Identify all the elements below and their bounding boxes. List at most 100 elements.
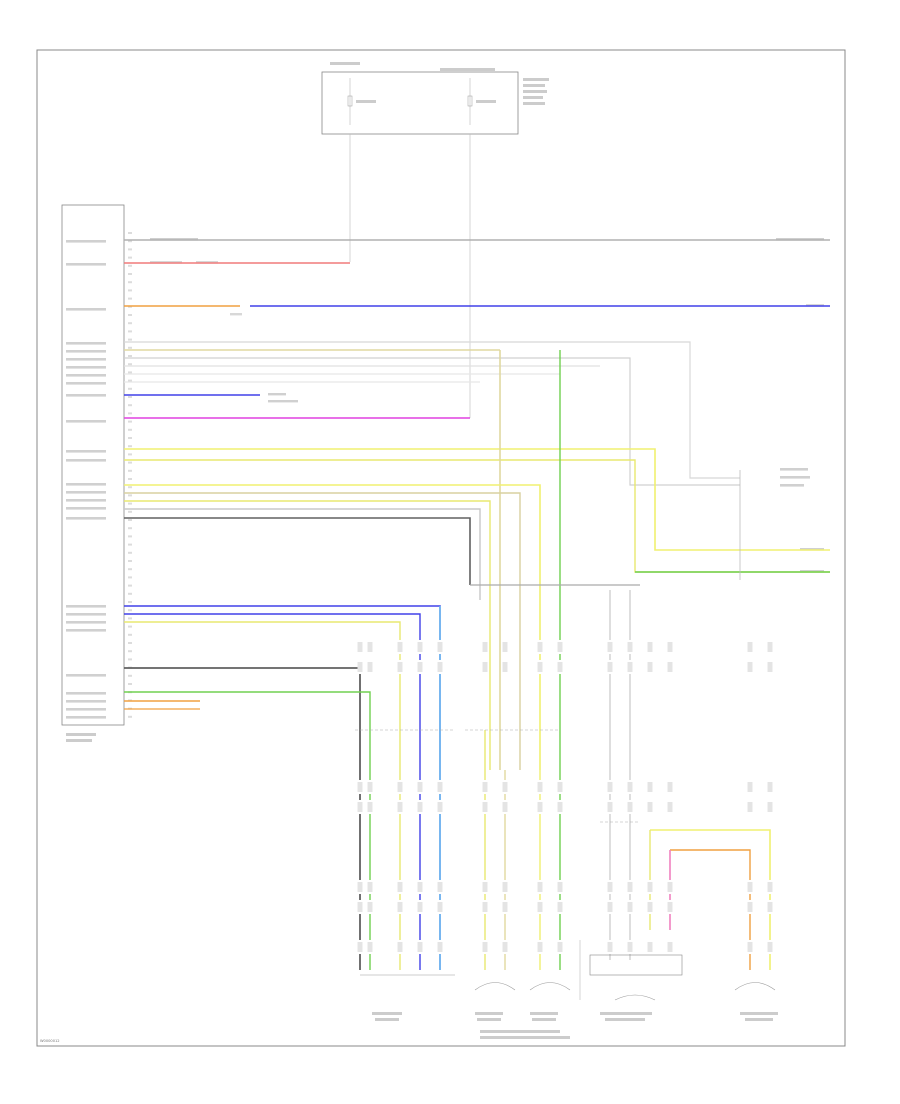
pin-number (128, 387, 132, 390)
pin-number (128, 584, 132, 587)
pin-number (128, 683, 132, 685)
wire-yellow-drop-2 (124, 500, 491, 770)
connector-label-28 (417, 942, 423, 952)
pin-number (128, 281, 132, 284)
pin-number (128, 478, 132, 480)
connector-label-72 (627, 662, 633, 672)
pin-number (128, 256, 132, 259)
connector-label-58 (557, 662, 563, 672)
connector-label-99 (767, 642, 773, 652)
connector-label-2 (357, 662, 363, 672)
pin-label-12 (66, 450, 106, 453)
pin-label-3 (66, 308, 106, 311)
connector-label-32 (437, 802, 443, 812)
connector-label-73 (627, 782, 633, 792)
pin-number (128, 510, 132, 513)
connector-label-13 (367, 902, 373, 912)
pin-number (128, 535, 132, 538)
connector-label-10 (367, 782, 373, 792)
connector-label-14 (367, 942, 373, 952)
pin-number (128, 551, 132, 554)
fuse-box-title-left (330, 62, 360, 65)
connector-label-94 (747, 782, 753, 792)
connector-label-48 (502, 902, 508, 912)
connector-label-66 (607, 782, 613, 792)
wire-tan-drop-2 (124, 492, 521, 770)
connector-label-22 (417, 642, 423, 652)
pin-label-4 (66, 342, 106, 345)
pin-number (128, 674, 132, 677)
connector-label-43 (502, 642, 508, 652)
connector-label-30 (437, 662, 443, 672)
connector-label-25 (417, 802, 423, 812)
pin-label-18 (66, 517, 106, 520)
label-bottom-wide (480, 1030, 560, 1033)
connector-label-50 (537, 642, 543, 652)
connector-label-36 (482, 642, 488, 652)
connector-label-105 (767, 942, 773, 952)
pin-number (128, 420, 132, 423)
connector-label-21 (397, 942, 403, 952)
connector-label-95 (747, 802, 753, 812)
wires (124, 239, 830, 970)
connector-label-88 (667, 802, 673, 812)
connector-label-65 (607, 662, 613, 672)
fuse-box-title-right (440, 68, 495, 71)
pin-label-24 (66, 692, 106, 695)
connector-label-92 (747, 642, 753, 652)
pin-label-27 (66, 716, 106, 719)
connector-label-27 (417, 902, 423, 912)
label-right-3 (780, 484, 804, 487)
connector-label-71 (627, 642, 633, 652)
connector-label-45 (502, 782, 508, 792)
connector-label-18 (397, 802, 403, 812)
speaker-box-rear (589, 954, 683, 976)
connector-label-23 (417, 662, 423, 672)
pin-label-8 (66, 374, 106, 377)
connector-label-77 (627, 942, 633, 952)
pin-number (128, 568, 132, 571)
pin-number (128, 355, 132, 357)
speaker-symbol-left (474, 982, 516, 991)
pin-number (128, 363, 132, 366)
wire-yellow-drop (124, 484, 541, 770)
pin-number (128, 486, 132, 489)
pin-number (128, 248, 132, 251)
label-subwoofer (372, 1012, 402, 1015)
footer-code: W0000012 (40, 1039, 60, 1043)
pin-label-20 (66, 613, 106, 616)
connector-label-70 (607, 942, 613, 952)
connector-label-83 (647, 902, 653, 912)
connector-label-12 (367, 882, 373, 892)
connector-label-49 (502, 942, 508, 952)
module-pin-labels (66, 232, 824, 719)
connector-label-35 (437, 942, 443, 952)
pin-number (128, 592, 132, 595)
connector-label-67 (607, 802, 613, 812)
connector-label-47 (502, 882, 508, 892)
pin-number (128, 346, 132, 349)
connector-label-104 (767, 902, 773, 912)
connector-label-46 (502, 802, 508, 812)
connector-label-74 (627, 802, 633, 812)
connector-label-100 (767, 662, 773, 672)
connector-label-1 (357, 642, 363, 652)
pin-label-10 (66, 394, 106, 397)
connector-label-90 (667, 902, 673, 912)
pin-label-25 (66, 700, 106, 703)
pin-label-13 (66, 459, 106, 462)
pin-number (128, 297, 132, 300)
connector-label-19 (397, 882, 403, 892)
connector-label-57 (557, 642, 563, 652)
pin-label-2 (66, 263, 106, 266)
connector-label-41 (482, 902, 488, 912)
pin-number (128, 461, 132, 464)
pin-label-9 (66, 382, 106, 385)
label-blue-short (268, 393, 286, 396)
speaker-symbol-right (734, 982, 776, 991)
connector-label-87 (667, 782, 673, 792)
connector-label-80 (647, 782, 653, 792)
pin-number (128, 437, 132, 439)
connector-label-26 (417, 882, 423, 892)
pin-label-1 (66, 240, 106, 243)
